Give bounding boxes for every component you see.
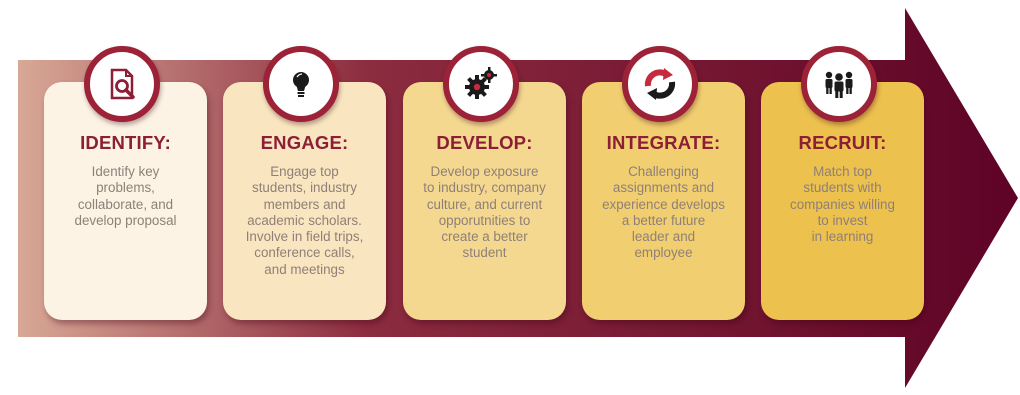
stage-title: DEVELOP:: [436, 132, 533, 153]
stage-description: Challenging assignments and experience d…: [602, 164, 725, 261]
document-search-icon: [84, 46, 160, 122]
cycle-arrows-icon: [622, 46, 698, 122]
stage-description: Engage top students, industry members an…: [245, 164, 364, 277]
team-icon: [801, 46, 877, 122]
stage-description: Match top students with companies willin…: [790, 164, 895, 245]
stage-card-develop: DEVELOP: Develop exposure to industry, c…: [403, 82, 566, 320]
stage-description: Identify key problems, collaborate, and …: [74, 164, 177, 228]
stage-title: IDENTIFY:: [80, 132, 171, 153]
gears-icon: [443, 46, 519, 122]
stage-title: INTEGRATE:: [606, 132, 721, 153]
stage-title: ENGAGE:: [260, 132, 349, 153]
stage-title: RECRUIT:: [798, 132, 887, 153]
stage-card-identify: IDENTIFY: Identify key problems, collabo…: [44, 82, 207, 320]
lightbulb-icon: [263, 46, 339, 122]
stage-description: Develop exposure to industry, company cu…: [423, 164, 546, 261]
stage-card-integrate: INTEGRATE: Challenging assignments and e…: [582, 82, 745, 320]
